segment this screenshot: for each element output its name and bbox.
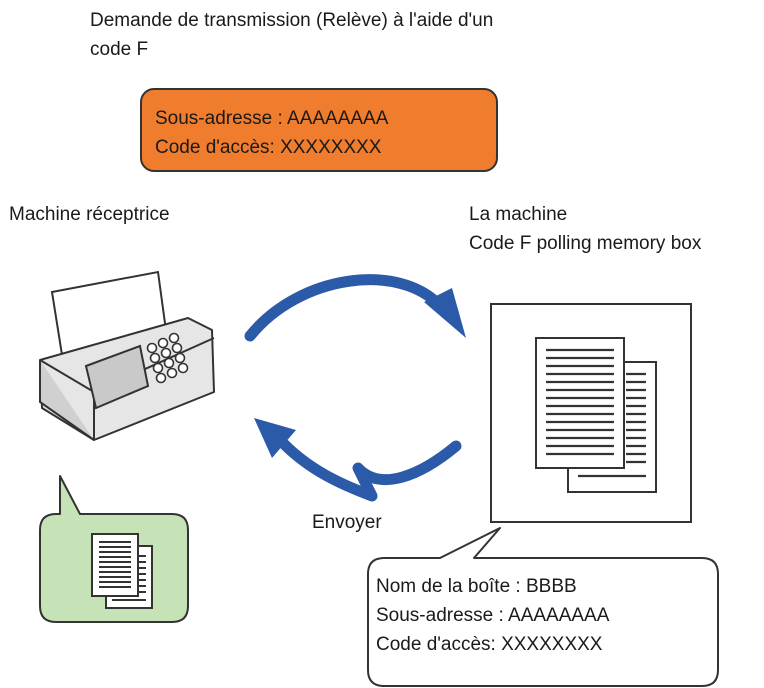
title-line-1: Demande de transmission (Relève) à l'aid…: [90, 10, 494, 31]
title-line-2: code F: [90, 39, 149, 60]
fax-machine-icon: [39, 270, 215, 441]
send-arrow: [254, 418, 462, 502]
box-name: Nom de la boîte : BBBB: [376, 576, 577, 597]
box-subaddress: Sous-adresse : AAAAAAAA: [376, 605, 610, 626]
polling-memory-box: [490, 303, 692, 523]
request-subaddress: Sous-adresse : AAAAAAAA: [155, 108, 389, 129]
box-info-bubble: [367, 527, 719, 687]
sending-machine-label: La machine Code F polling memory box: [469, 200, 701, 258]
diagram-title: Demande de transmission (Relève) à l'aid…: [90, 6, 493, 64]
request-passcode: Code d'accès: XXXXXXXX: [155, 137, 382, 158]
sending-machine-line-1: La machine: [469, 204, 568, 225]
box-passcode: Code d'accès: XXXXXXXX: [376, 634, 603, 655]
receiving-machine-label: Machine réceptrice: [9, 204, 170, 225]
sending-machine-line-2: Code F polling memory box: [469, 233, 702, 254]
send-label: Envoyer: [312, 512, 382, 533]
box-info-text: Nom de la boîte : BBBB Sous-adresse : AA…: [376, 572, 609, 659]
received-documents-bubble: [39, 475, 189, 623]
request-box: Sous-adresse : AAAAAAAA Code d'accès: XX…: [140, 88, 498, 172]
received-documents-icon: [91, 533, 153, 609]
request-arrow: [244, 274, 466, 342]
documents-icon: [535, 337, 657, 493]
